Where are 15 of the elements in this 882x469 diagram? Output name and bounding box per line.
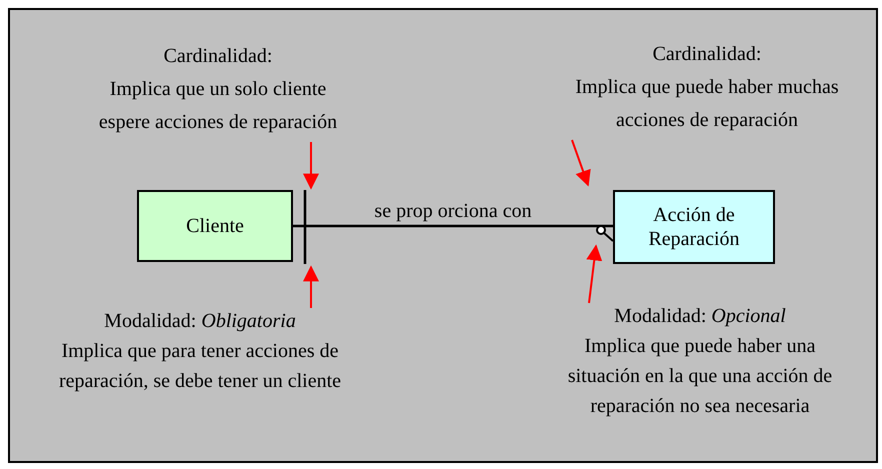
annotation-heading: Cardinalidad: (652, 42, 762, 67)
annotation-heading: Cardinalidad: (162, 44, 274, 69)
annotation-text: Implica que puede haber una situación en la que una acción de reparación no sea necesaria (566, 334, 834, 419)
annotation-heading: Modalidad: Opcional (613, 304, 787, 329)
relationship-line (293, 188, 614, 266)
leader-arrow (303, 142, 319, 190)
leader-arrow (571, 140, 591, 186)
entity-box: Acción de Reparación (613, 190, 775, 264)
annotation-heading: Modalidad: Obligatoria (103, 309, 297, 334)
leader-arrow (586, 244, 602, 304)
annotation-text: Implica que puede haber muchas acciones de reparación (574, 75, 840, 133)
annotation-text: Implica que un solo cliente espere acciones de reparación (98, 77, 338, 135)
annotation-text: Implica que para tener acciones de reparación, se debe tener un cliente (58, 339, 342, 394)
leader-arrow (303, 265, 319, 308)
entity-box: Cliente (137, 190, 293, 262)
